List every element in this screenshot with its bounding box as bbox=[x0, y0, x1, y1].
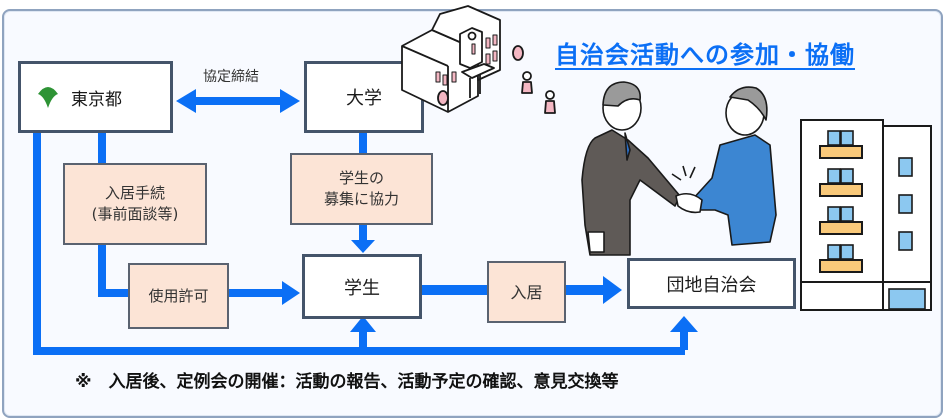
arrow-to-student bbox=[282, 281, 300, 305]
node-tokyo: 東京都 bbox=[18, 61, 173, 133]
diagram-title: 自治会活動への参加・協働 bbox=[555, 41, 855, 69]
use-permission-box: 使用許可 bbox=[128, 263, 229, 329]
tokyo-ginkgo-logo-icon bbox=[38, 87, 58, 108]
move-in-procedure-line1: 入居手続 bbox=[104, 184, 165, 202]
arrow-up-to-association bbox=[670, 316, 698, 332]
node-association-label: 団地自治会 bbox=[666, 274, 757, 296]
node-student-label: 学生 bbox=[344, 277, 380, 299]
recruit-line2: 募集に協力 bbox=[323, 190, 399, 208]
node-tokyo-label: 東京都 bbox=[71, 89, 122, 110]
use-permission-label: 使用許可 bbox=[148, 286, 209, 305]
recruit-cooperation-box: 学生の 募集に協力 bbox=[290, 153, 433, 225]
footnote: ※ 入居後、定例会の開催：活動の報告、活動予定の確認、意見交換等 bbox=[75, 372, 619, 392]
outer-connector-bottom bbox=[33, 347, 685, 355]
arrow-to-association bbox=[603, 276, 622, 304]
move-in-label: 入居 bbox=[510, 282, 543, 302]
agreement-double-arrow bbox=[176, 89, 300, 113]
arrow-up-to-student bbox=[350, 316, 376, 332]
node-association: 団地自治会 bbox=[627, 258, 796, 309]
node-student: 学生 bbox=[302, 254, 422, 319]
agreement-label: 協定締結 bbox=[203, 69, 259, 85]
move-in-procedure-line2: (事前面談等) bbox=[91, 205, 179, 223]
node-university: 大学 bbox=[304, 61, 424, 133]
outer-connector-vertical bbox=[33, 130, 41, 355]
node-university-label: 大学 bbox=[346, 88, 382, 109]
move-in-procedure-box: 入居手続 (事前面談等) bbox=[63, 163, 207, 245]
recruit-line1: 学生の bbox=[338, 169, 384, 187]
move-in-box: 入居 bbox=[487, 261, 566, 323]
arrow-down-to-student bbox=[351, 240, 375, 253]
